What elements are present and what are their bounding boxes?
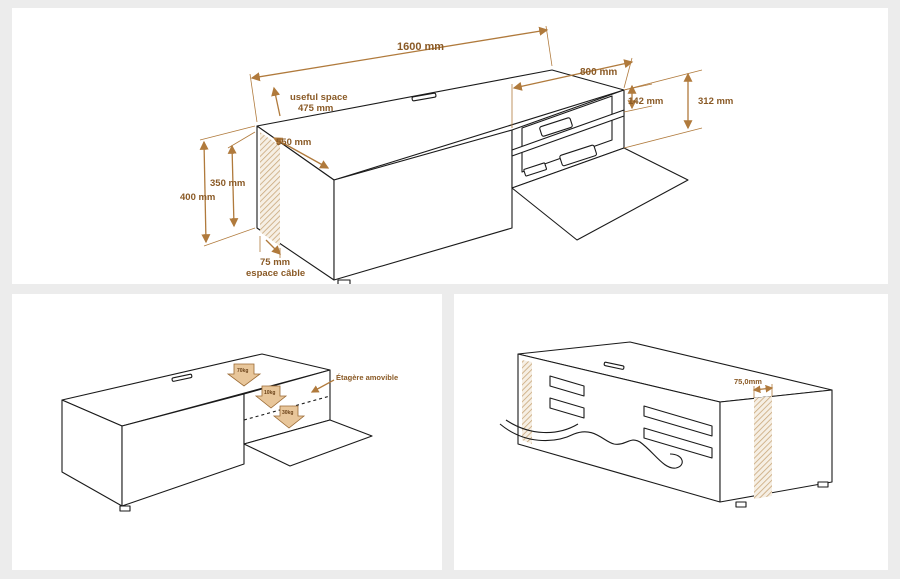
cabinet-right-side [719, 389, 833, 503]
load-capacity-diagram: 70kg 10kg 30kg Étagère amovible [12, 294, 442, 570]
cabinet-front [333, 129, 513, 281]
dim-inner-depth-label: 550 mm [276, 137, 311, 148]
tv-cabinet [256, 69, 689, 284]
dim-cable-space-value: 75 mm [260, 257, 290, 268]
cable-opening-3 [643, 405, 713, 437]
main-dimension-drawing: 1600 mm 800 mm useful space 475 mm 550 m… [180, 25, 733, 284]
top-handle-slot [411, 92, 437, 102]
load-arrow-top: 70kg [226, 363, 262, 387]
cable-management-diagram: 75,0mm [454, 294, 888, 570]
tv-cabinet-rear-view [499, 341, 833, 508]
dim-useful-space-value: 475 mm [298, 103, 333, 114]
drop-down-flap [511, 147, 689, 241]
dim-cable-space-label: espace câble [246, 268, 305, 279]
tv-cabinet-view2 [61, 353, 373, 512]
load-capacity-drawing: 70kg 10kg 30kg Étagère amovible [61, 353, 398, 512]
device-lower [559, 144, 598, 167]
cable-opening-1 [549, 375, 585, 397]
cabinet-foot [337, 279, 351, 284]
cable-1 [499, 423, 683, 469]
cable-management-drawing: 75,0mm [499, 341, 833, 508]
drop-down-flap [243, 419, 373, 467]
dim-shelf-gap-label: 142 mm [628, 96, 663, 107]
cabinet-foot [119, 505, 131, 512]
dim-inner-height-label: 350 mm [210, 178, 245, 189]
dim-depth-label: 800 mm [580, 67, 617, 78]
top-handle-slot [171, 373, 193, 382]
device-upper [539, 117, 573, 137]
dim-compartment-height-label: 312 mm [698, 96, 733, 107]
dimension-lines [199, 25, 703, 258]
cabinet-front [121, 393, 245, 507]
cable-opening-2 [549, 397, 585, 419]
removable-shelf [511, 109, 625, 157]
removable-shelf-label: Étagère amovible [336, 373, 398, 382]
main-dimension-diagram: 1600 mm 800 mm useful space 475 mm 550 m… [12, 8, 888, 284]
dim-outer-height-label: 400 mm [180, 192, 215, 203]
dim-useful-space-label: useful space [290, 92, 348, 103]
cable-opening-4 [643, 427, 713, 459]
load-arrow-flap: 30kg [272, 405, 306, 429]
cable-2 [505, 419, 579, 434]
dim-width-label: 1600 mm [397, 41, 444, 53]
cabinet-foot [817, 481, 829, 488]
cable-gap-label: 75,0mm [734, 377, 762, 386]
device-small [523, 162, 547, 177]
load-shelf-label: 10kg [264, 390, 275, 396]
top-handle-slot [603, 361, 625, 370]
cable-space-hatch-left [522, 360, 532, 444]
load-arrow-shelf: 10kg [254, 385, 288, 409]
cabinet-foot [735, 501, 747, 508]
load-flap-label: 30kg [282, 410, 293, 416]
cable-space-hatch [260, 132, 280, 246]
cable-space-hatch-right [754, 396, 772, 499]
load-top-label: 70kg [237, 368, 248, 374]
